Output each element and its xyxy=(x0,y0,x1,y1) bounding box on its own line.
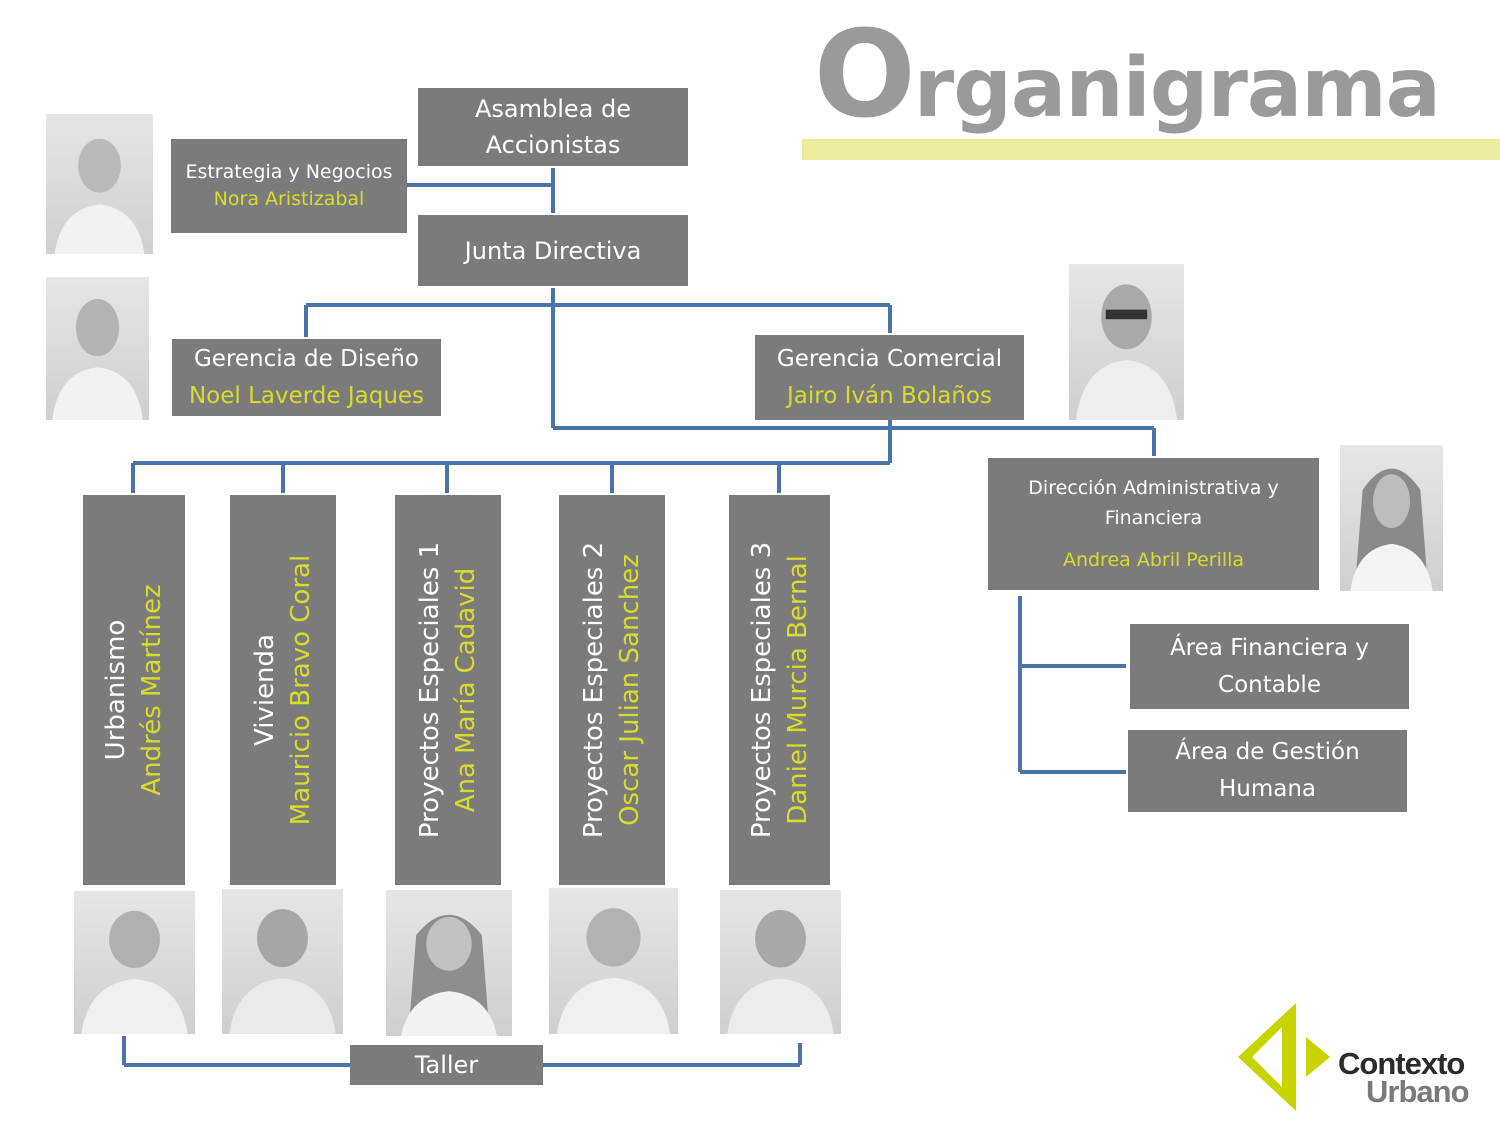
node-pe2-label: Proyectos Especiales 2 xyxy=(579,541,609,839)
portrait-photo-diseno xyxy=(46,277,149,420)
node-humana-label: Área de Gestión Humana xyxy=(1175,739,1360,802)
logo-wordmark: Contexto Urbano xyxy=(1338,1046,1469,1109)
node-estrategia-label: Estrategia y Negocios xyxy=(185,161,393,183)
node-direccion-label: Dirección Administrativa y Financiera xyxy=(1028,477,1279,529)
node-direccion: Dirección Administrativa y Financiera An… xyxy=(988,458,1319,590)
node-vivienda-label: Vivienda xyxy=(250,634,280,746)
logo-mark-icon xyxy=(1238,1003,1330,1111)
node-diseno-name: Noel Laverde Jaques xyxy=(188,382,425,409)
logo-line1: Contexto xyxy=(1338,1046,1465,1081)
node-asamblea-label: Asamblea de Accionistas xyxy=(474,95,631,159)
node-urbanismo-name: Andrés Martínez xyxy=(137,584,167,796)
node-estrategia-name: Nora Aristizabal xyxy=(213,188,365,210)
node-estrategia: Estrategia y Negocios Nora Aristizabal xyxy=(171,139,407,233)
portrait-photo-urbanismo xyxy=(74,891,195,1034)
node-comercial: Gerencia Comercial Jairo Iván Bolaños xyxy=(755,335,1024,420)
node-pe3-label: Proyectos Especiales 3 xyxy=(746,541,777,839)
node-junta-label: Junta Directiva xyxy=(464,236,642,265)
node-diseno: Gerencia de Diseño Noel Laverde Jaques xyxy=(172,339,441,416)
node-diseno-label: Gerencia de Diseño xyxy=(193,345,420,372)
node-pe1-name: Ana María Cadavid xyxy=(451,567,481,813)
node-asamblea: Asamblea de Accionistas xyxy=(418,88,688,166)
node-junta: Junta Directiva xyxy=(418,215,688,286)
node-comercial-name: Jairo Iván Bolaños xyxy=(787,382,992,409)
portrait-photo-direccion xyxy=(1340,445,1443,591)
title-underline-bar xyxy=(802,139,1500,160)
portrait-photo-pe2 xyxy=(549,888,678,1034)
portrait-photo-pe3 xyxy=(720,890,841,1034)
node-taller: Taller xyxy=(350,1045,543,1085)
node-pe2-name: Oscar Julian Sanchez xyxy=(615,554,645,826)
portrait-photo-vivienda xyxy=(222,889,343,1034)
portrait-photo-estrategia xyxy=(46,114,153,254)
page-title: Organigrama xyxy=(813,6,1441,145)
node-pe1-label: Proyectos Especiales 1 xyxy=(415,541,445,839)
node-direccion-name: Andrea Abril Perilla xyxy=(1062,549,1245,571)
node-taller-label: Taller xyxy=(414,1051,479,1079)
node-humana: Área de Gestión Humana xyxy=(1128,730,1407,812)
logo-line2: Urbano xyxy=(1366,1074,1469,1109)
node-financiera-label: Área Financiera y Contable xyxy=(1169,634,1370,698)
portrait-photo-comercial xyxy=(1069,264,1184,420)
portrait-photo-pe1 xyxy=(386,890,512,1036)
node-urbanismo-label: Urbanismo xyxy=(101,619,131,761)
node-financiera: Área Financiera y Contable xyxy=(1130,624,1409,709)
node-comercial-label: Gerencia Comercial xyxy=(776,345,1003,372)
node-pe3-name: Daniel Murcia Bernal xyxy=(782,555,813,825)
node-vivienda-name: Mauricio Bravo Coral xyxy=(286,554,316,826)
